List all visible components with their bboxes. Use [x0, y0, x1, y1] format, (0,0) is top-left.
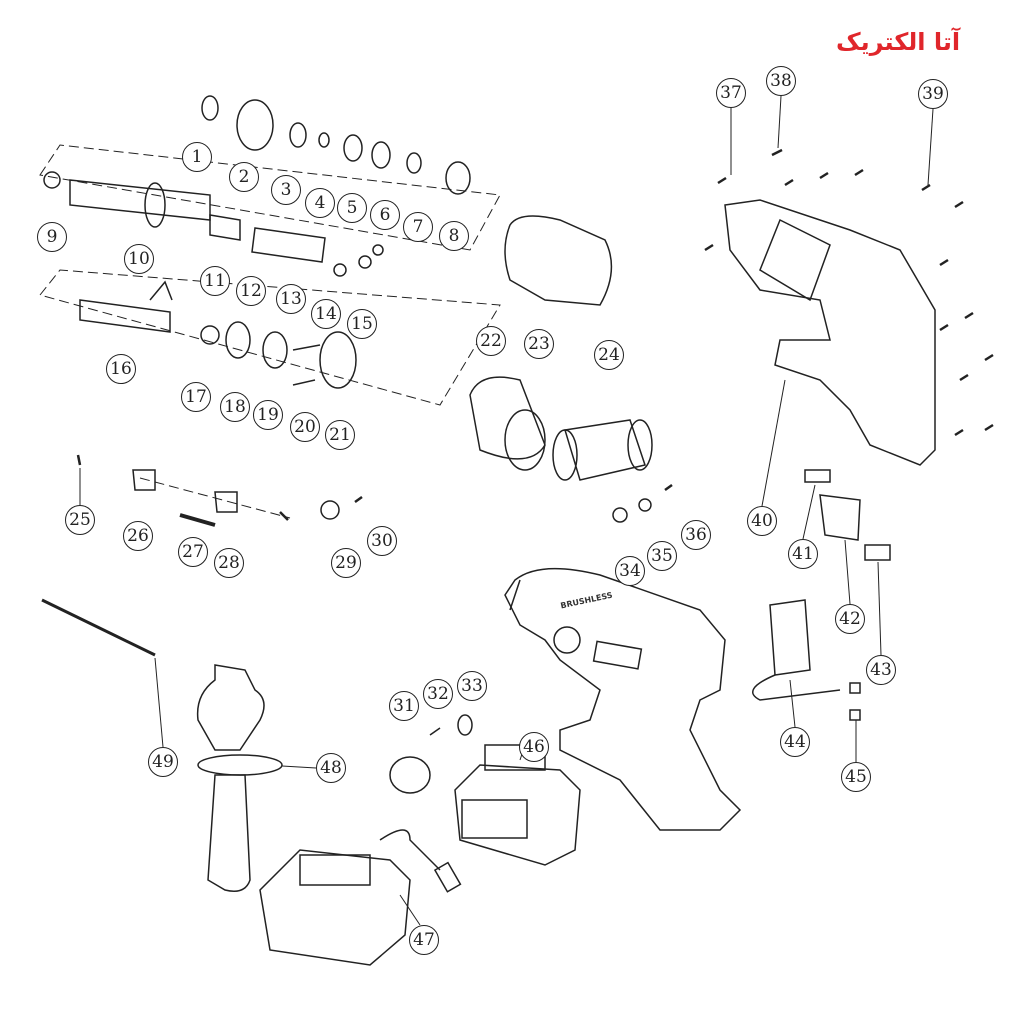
callout-37[interactable]: 37 [716, 78, 746, 108]
callout-12[interactable]: 12 [236, 276, 266, 306]
callout-5[interactable]: 5 [337, 193, 367, 223]
brand-logo: آتا الکتریک [836, 28, 961, 56]
callout-9[interactable]: 9 [37, 222, 67, 252]
callout-7[interactable]: 7 [403, 212, 433, 242]
callout-6[interactable]: 6 [370, 200, 400, 230]
callout-40[interactable]: 40 [747, 506, 777, 536]
callout-28[interactable]: 28 [214, 548, 244, 578]
callout-11[interactable]: 11 [200, 266, 230, 296]
callout-49[interactable]: 49 [148, 747, 178, 777]
callout-35[interactable]: 35 [647, 541, 677, 571]
callout-15[interactable]: 15 [347, 309, 377, 339]
callout-24[interactable]: 24 [594, 340, 624, 370]
callout-10[interactable]: 10 [124, 244, 154, 274]
callout-36[interactable]: 36 [681, 520, 711, 550]
callout-29[interactable]: 29 [331, 548, 361, 578]
callout-19[interactable]: 19 [253, 400, 283, 430]
callout-23[interactable]: 23 [524, 329, 554, 359]
callout-2[interactable]: 2 [229, 162, 259, 192]
callout-4[interactable]: 4 [305, 188, 335, 218]
callout-20[interactable]: 20 [290, 412, 320, 442]
callout-17[interactable]: 17 [181, 382, 211, 412]
callout-30[interactable]: 30 [367, 526, 397, 556]
callout-44[interactable]: 44 [780, 727, 810, 757]
callout-13[interactable]: 13 [276, 284, 306, 314]
callout-47[interactable]: 47 [409, 925, 439, 955]
callout-14[interactable]: 14 [311, 299, 341, 329]
callout-42[interactable]: 42 [835, 604, 865, 634]
callout-1[interactable]: 1 [182, 142, 212, 172]
callout-21[interactable]: 21 [325, 420, 355, 450]
callout-18[interactable]: 18 [220, 392, 250, 422]
callout-48[interactable]: 48 [316, 753, 346, 783]
callout-32[interactable]: 32 [423, 679, 453, 709]
callout-22[interactable]: 22 [476, 326, 506, 356]
callout-34[interactable]: 34 [615, 556, 645, 586]
callout-43[interactable]: 43 [866, 655, 896, 685]
callout-26[interactable]: 26 [123, 521, 153, 551]
callout-8[interactable]: 8 [439, 221, 469, 251]
callout-16[interactable]: 16 [106, 354, 136, 384]
callout-33[interactable]: 33 [457, 671, 487, 701]
callout-45[interactable]: 45 [841, 762, 871, 792]
callout-3[interactable]: 3 [271, 175, 301, 205]
callout-25[interactable]: 25 [65, 505, 95, 535]
callout-41[interactable]: 41 [788, 539, 818, 569]
callout-31[interactable]: 31 [389, 691, 419, 721]
callout-46[interactable]: 46 [519, 732, 549, 762]
callout-27[interactable]: 27 [178, 537, 208, 567]
callout-39[interactable]: 39 [918, 79, 948, 109]
callout-38[interactable]: 38 [766, 66, 796, 96]
